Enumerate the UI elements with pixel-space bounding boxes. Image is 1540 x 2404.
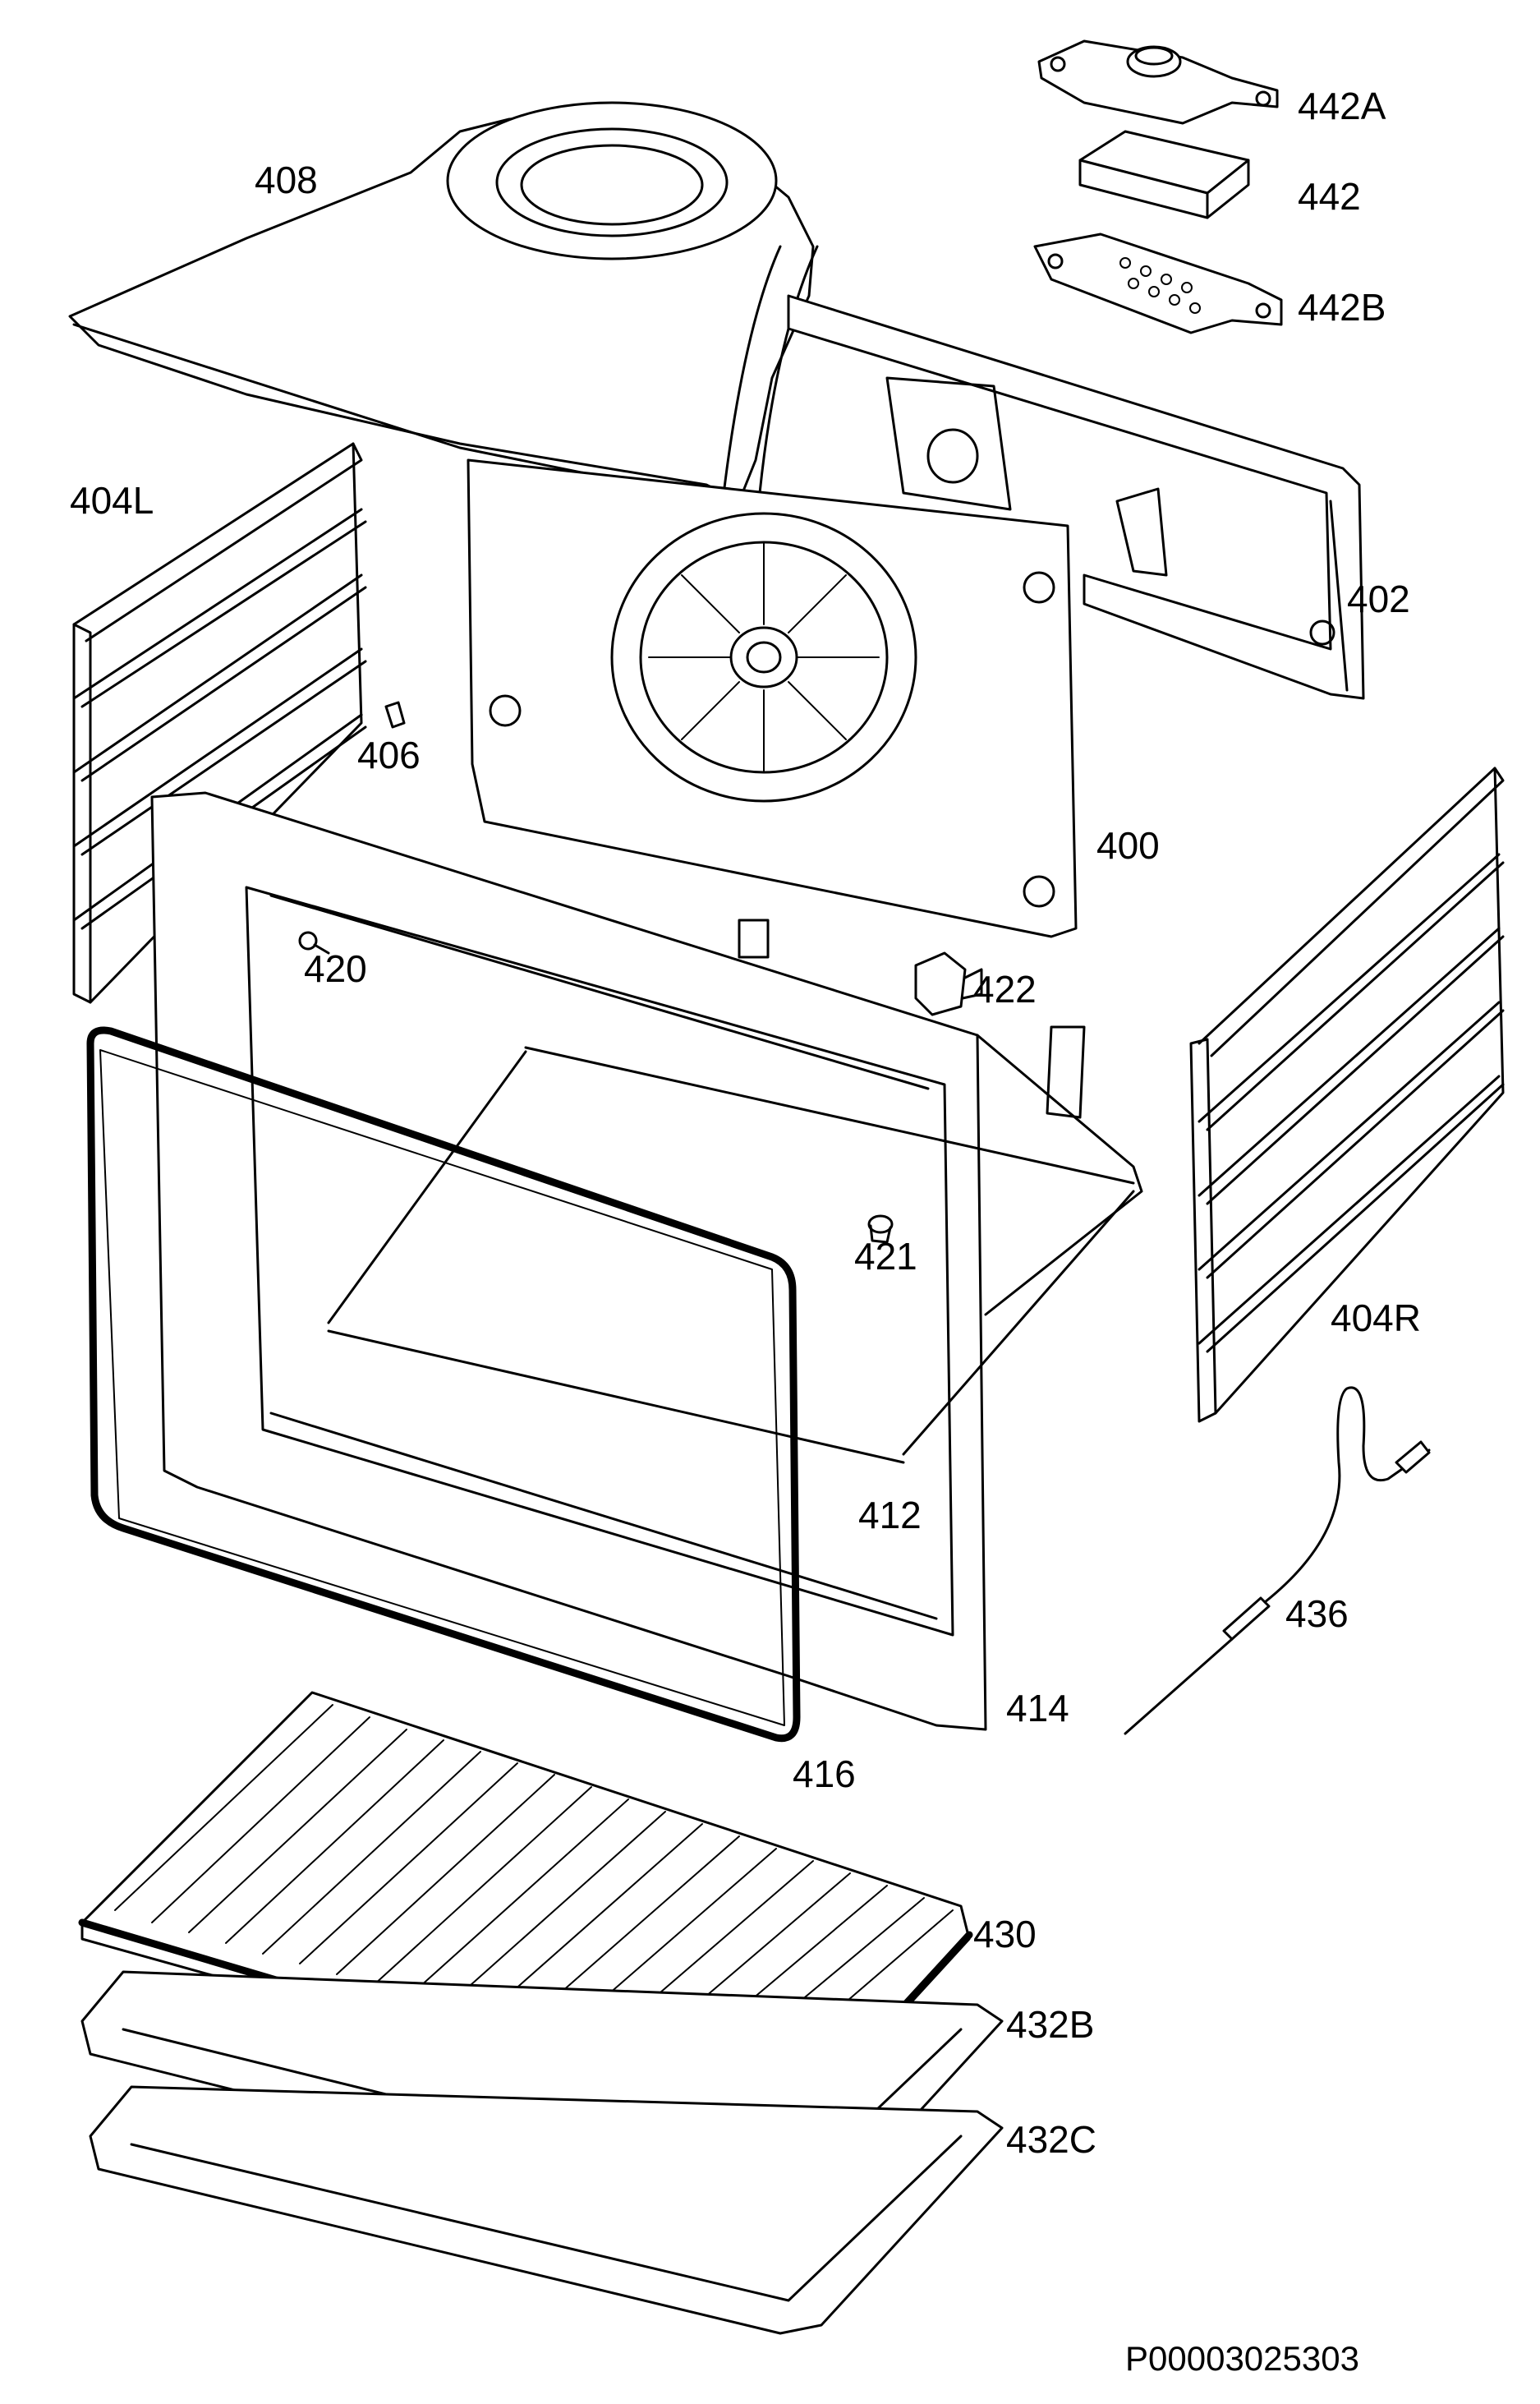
part-442-block	[1078, 130, 1250, 219]
part-420-screw	[298, 931, 330, 955]
part-408-top-cover	[68, 101, 819, 503]
part-442A-bracket	[1037, 39, 1279, 125]
part-414-cavity-frame	[150, 791, 1143, 1731]
label-400: 400	[1096, 824, 1160, 867]
label-430: 430	[973, 1913, 1037, 1955]
part-442B-holder	[1033, 233, 1283, 334]
label-414: 414	[1006, 1687, 1069, 1729]
label-422: 422	[973, 968, 1037, 1011]
document-number: P00003025303	[1125, 2339, 1359, 2378]
label-420: 420	[304, 947, 367, 990]
part-422-lamp-holder	[914, 951, 983, 1016]
label-442: 442	[1298, 175, 1361, 218]
label-432B: 432B	[1006, 2003, 1094, 2046]
label-412: 412	[858, 1494, 922, 1536]
part-400-back-panel	[467, 458, 1078, 938]
label-406: 406	[357, 734, 421, 776]
part-421-grommet	[867, 1214, 894, 1244]
part-416-door-seal	[86, 1026, 801, 1743]
label-442A: 442A	[1298, 85, 1386, 127]
label-404L: 404L	[70, 479, 154, 522]
part-402-rear-panel	[787, 294, 1365, 700]
label-432C: 432C	[1006, 2118, 1096, 2161]
label-408: 408	[255, 159, 318, 201]
label-421: 421	[854, 1235, 917, 1278]
label-404R: 404R	[1331, 1296, 1421, 1339]
part-404R-side-rail	[1189, 767, 1505, 1423]
part-436-probe	[1124, 1386, 1431, 1735]
label-402: 402	[1347, 578, 1410, 620]
part-432C-tray	[89, 2085, 1004, 2335]
label-436: 436	[1285, 1592, 1349, 1635]
label-442B: 442B	[1298, 286, 1386, 329]
part-406-clip	[384, 701, 406, 729]
label-416: 416	[793, 1752, 856, 1795]
